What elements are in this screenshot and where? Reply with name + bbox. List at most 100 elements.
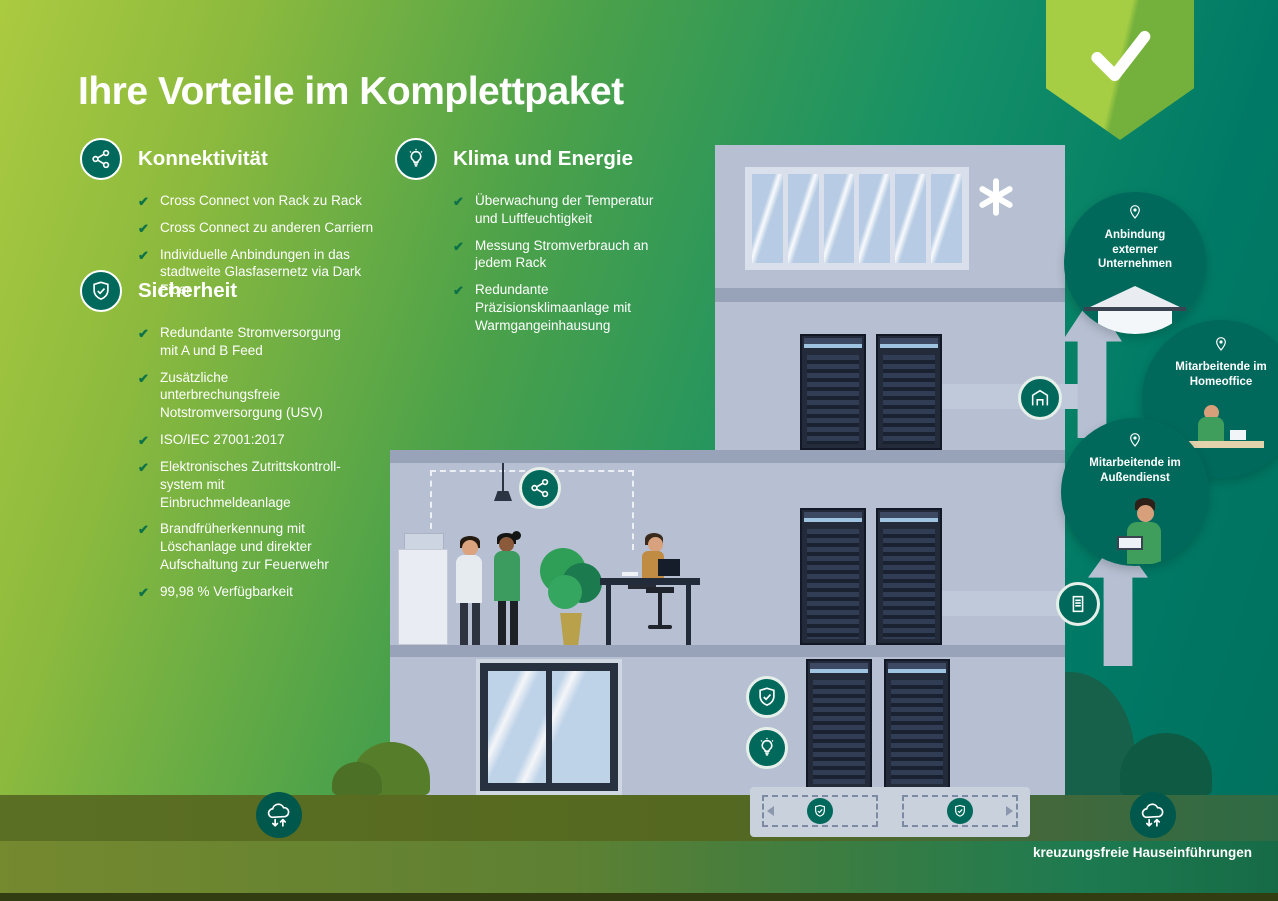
office-chair: [646, 587, 674, 593]
location-pin-icon: [1127, 433, 1143, 452]
network-icon: [80, 138, 122, 180]
person-torso: [456, 555, 482, 603]
person-legs: [628, 581, 656, 589]
server-rack: [876, 508, 942, 645]
entrance-door: [480, 663, 618, 791]
bottom-strip: [0, 893, 1278, 901]
person-head: [499, 537, 514, 552]
list-item: 99,98 % Verfügbarkeit: [138, 583, 343, 601]
plant-leaves: [548, 575, 582, 609]
duct-section: [902, 795, 1018, 827]
underground-duct: [750, 787, 1030, 837]
office-scene: [390, 463, 715, 645]
server-rack: [876, 334, 942, 450]
badge-label: Mitarbeitende im Homeoffice: [1175, 361, 1267, 388]
laptop: [1230, 430, 1246, 440]
section-heading: Konnektivität: [138, 147, 268, 170]
list-item: Redundante Präzisionsklimaanlage mit War…: [453, 281, 668, 334]
person-legs: [472, 603, 480, 645]
pendant-lamp: [502, 463, 504, 491]
person-torso: [494, 551, 520, 601]
server-rack: [884, 659, 950, 790]
server-rack: [806, 659, 872, 790]
location-pin-icon: [1213, 337, 1229, 356]
papers: [622, 572, 638, 576]
shield-icon: [807, 798, 833, 824]
plant-pot: [560, 613, 582, 645]
house-eave: [1084, 307, 1186, 311]
floor-separator: [715, 288, 1065, 302]
footer-caption: kreuzungsfreie Hauseinführungen: [1032, 845, 1252, 860]
badge-external-companies: Anbindung externer Unternehmen: [1064, 192, 1206, 334]
check-ribbon: [1046, 0, 1194, 140]
page-title: Ihre Vorteile im Komplettpaket: [78, 70, 624, 113]
list-item: ISO/IEC 27001:2017: [138, 431, 343, 449]
section-heading: Klima und Energie: [453, 147, 633, 170]
list-item: Individuelle Anbindungen in das stadtwei…: [138, 246, 388, 299]
section-sicherheit: Sicherheit Redundante Stromversorgung mi…: [80, 270, 380, 610]
shield-icon: [947, 798, 973, 824]
list-item: Zusätzliche unterbrechungsfreie Notstrom…: [138, 369, 343, 422]
shield-icon: [80, 270, 122, 312]
house-wall: [1098, 311, 1172, 334]
monitor: [658, 559, 680, 576]
house-roof: [1088, 286, 1182, 308]
pendant-lamp-shade: [494, 491, 512, 501]
cabinet: [398, 549, 448, 645]
person-legs: [498, 601, 506, 645]
person-head: [648, 537, 663, 552]
desk-illustration: [1160, 441, 1264, 448]
ground-band: [0, 795, 1278, 841]
network-icon: [519, 467, 561, 509]
bush: [332, 762, 382, 795]
cooling-vents: [745, 167, 969, 270]
shield-icon: [746, 676, 788, 718]
desk-leg: [686, 585, 691, 645]
desk-top: [600, 578, 700, 585]
person-legs: [460, 603, 468, 645]
office-chair-base: [648, 625, 672, 629]
desk-leg: [606, 585, 611, 645]
office-chair-pole: [658, 593, 662, 625]
list-item: Brandfrüherkennung mit Löschanlage und d…: [138, 520, 343, 573]
rack-export-icon: [1056, 582, 1100, 626]
feature-list: Redundante Stromversorgung mit A und B F…: [138, 324, 343, 601]
lower-ground-band: [0, 841, 1278, 893]
person-head: [462, 540, 478, 556]
bush: [1120, 733, 1212, 795]
duct-arrow: [1006, 806, 1013, 816]
list-item: Elektronisches Zutrittskontroll-system m…: [138, 458, 343, 511]
cloud-transfer-icon: [1130, 792, 1176, 838]
list-item: Messung Stromverbrauch an jedem Rack: [453, 237, 668, 273]
external-building-icon: [1018, 376, 1062, 420]
section-klima-energie: Klima und Energie Überwachung der Temper…: [395, 138, 655, 344]
duct-section: [762, 795, 878, 827]
list-item: Redundante Stromversorgung mit A und B F…: [138, 324, 343, 360]
location-pin-icon: [1127, 205, 1143, 224]
company-logo: [975, 176, 1017, 223]
badge-label: Anbindung externer Unternehmen: [1097, 229, 1173, 271]
person-hair: [512, 531, 521, 540]
section-konnektivitaet: Konnektivität Cross Connect von Rack zu …: [80, 138, 410, 308]
check-icon: [1091, 30, 1151, 82]
person-head: [1204, 405, 1219, 420]
floor-separator: [390, 450, 1065, 463]
server-rack: [800, 334, 866, 450]
feature-list: Cross Connect von Rack zu Rack Cross Con…: [138, 192, 388, 299]
list-item: Überwachung der Temperatur und Luftfeuch…: [453, 192, 668, 228]
duct-arrow: [767, 806, 774, 816]
server-rack: [800, 508, 866, 645]
list-item: Cross Connect zu anderen Carriern: [138, 219, 388, 237]
bulb-icon: [746, 727, 788, 769]
section-heading: Sicherheit: [138, 279, 238, 302]
person-torso: [1198, 417, 1224, 441]
badge-label: Mitarbeitende im Außendienst: [1089, 457, 1181, 484]
person-legs: [510, 601, 518, 645]
bulb-icon: [395, 138, 437, 180]
list-item: Cross Connect von Rack zu Rack: [138, 192, 388, 210]
floor-separator: [390, 645, 1065, 657]
feature-list: Überwachung der Temperatur und Luftfeuch…: [453, 192, 668, 335]
laptop: [1117, 536, 1143, 550]
badge-field-staff: Mitarbeitende im Außendienst: [1061, 418, 1209, 566]
